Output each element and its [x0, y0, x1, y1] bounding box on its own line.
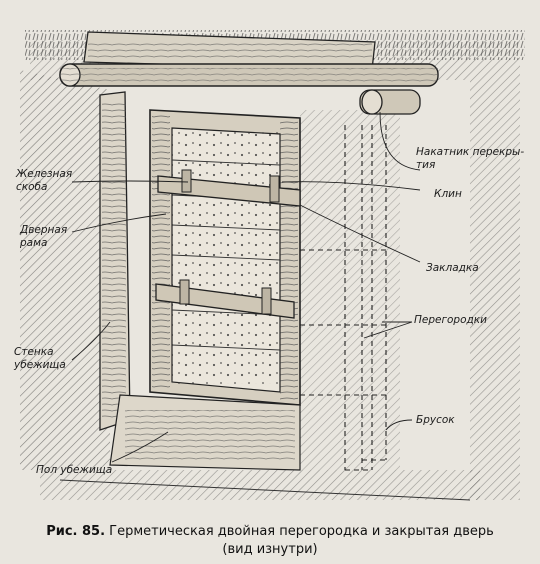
label-shelter-floor: Пол убежища — [36, 464, 113, 476]
label-shelter-wall: Стенка убежища — [14, 346, 66, 371]
label-beams: Брусок — [416, 414, 455, 426]
figure-caption-line1: Рис. 85. Герметическая двойная перегород… — [0, 524, 540, 539]
right-partitions — [300, 125, 387, 471]
door-panel — [171, 127, 281, 393]
label-wedge: Клин — [434, 188, 462, 200]
label-door-frame: Дверная рама — [20, 224, 68, 249]
figure-caption-line2: (вид изнутри) — [222, 542, 318, 557]
bolt-bars — [155, 169, 301, 319]
ceiling-log-beams — [59, 63, 439, 115]
figure-caption-text: Герметическая двойная перегородка и закр… — [109, 524, 494, 539]
leader-lines — [71, 111, 421, 463]
label-partitions: Перегородки — [414, 314, 487, 326]
label-iron-bracket: Железная скоба — [16, 168, 73, 193]
left-wall — [99, 91, 131, 431]
top-plank — [83, 31, 376, 71]
label-bolt-bar: Закладка — [426, 262, 479, 274]
shelter-floor-drawing — [40, 394, 480, 501]
figure-number: Рис. 85. — [46, 524, 106, 539]
label-ceiling-beams: Накатник перекры- тия — [416, 146, 525, 171]
